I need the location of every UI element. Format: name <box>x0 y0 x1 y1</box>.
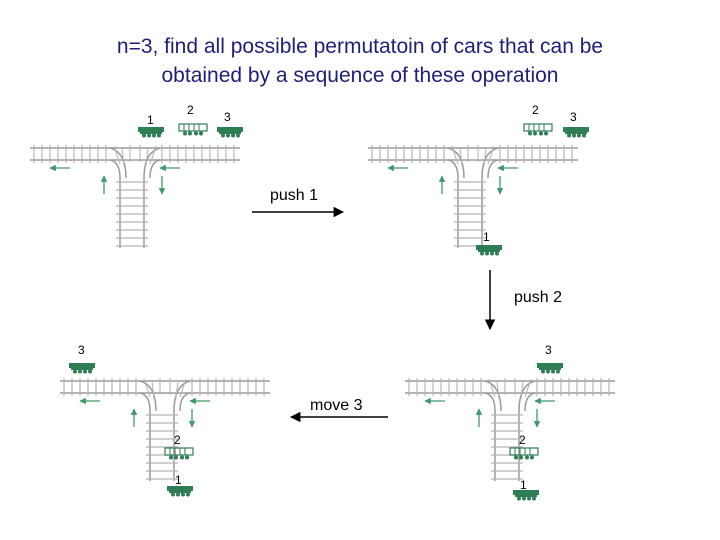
operation-label: move 3 <box>310 397 363 414</box>
title-line-2: obtained by a sequence of these operatio… <box>161 64 559 87</box>
slide-title: n=3, find all possible permutatoin of ca… <box>0 32 720 90</box>
car-label-3: 3 <box>570 110 577 124</box>
operation-label: push 1 <box>270 187 318 204</box>
state-4: 3 2 1 <box>405 343 615 501</box>
car-label-3: 3 <box>224 110 231 124</box>
car-label-2: 2 <box>174 433 181 447</box>
car-label-2: 2 <box>187 103 194 117</box>
car-label-3: 3 <box>78 343 85 357</box>
railway-junction <box>368 145 578 248</box>
state-3: 3 2 1 <box>60 343 270 497</box>
car-2 <box>178 123 208 137</box>
car-3 <box>537 363 563 374</box>
car-label-1: 1 <box>147 113 154 127</box>
state-1: 1 2 3 <box>30 103 243 248</box>
car-label-1: 1 <box>520 478 527 492</box>
car-2 <box>509 447 539 461</box>
car-label-2: 2 <box>532 103 539 117</box>
operation-push-2: push 2 <box>484 270 562 331</box>
car-label-3: 3 <box>545 343 552 357</box>
car-3 <box>69 363 95 374</box>
state-2: 2 3 1 <box>368 103 589 256</box>
operation-label: push 2 <box>514 289 562 306</box>
car-2 <box>523 123 553 137</box>
title-line-1: n=3, find all possible permutatoin of ca… <box>116 35 604 58</box>
operation-push-1: push 1 <box>252 187 345 218</box>
railway-junction <box>30 145 240 248</box>
car-label-1: 1 <box>175 473 182 487</box>
railway-junction <box>405 378 615 481</box>
car-3 <box>563 127 589 138</box>
railway-junction <box>60 378 270 481</box>
car-1 <box>476 245 502 256</box>
car-1 <box>167 486 193 497</box>
operation-move-3: move 3 <box>289 397 388 423</box>
car-3 <box>217 127 243 138</box>
car-1 <box>138 127 164 138</box>
car-label-1: 1 <box>483 230 490 244</box>
car-label-2: 2 <box>519 433 526 447</box>
car-2 <box>164 447 194 461</box>
